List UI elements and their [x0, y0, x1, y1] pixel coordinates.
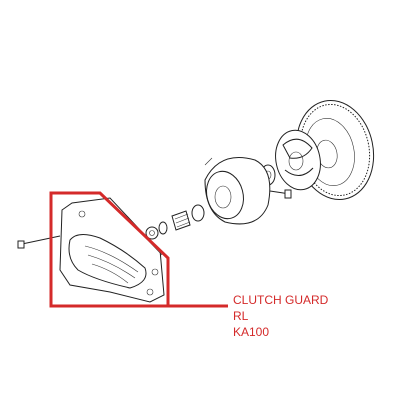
model-label: KA100 — [233, 325, 270, 339]
carrier-bolt — [269, 189, 292, 199]
o-ring — [191, 204, 205, 222]
clutch-shoe-carrier — [275, 129, 321, 191]
part-name-label: CLUTCH GUARD — [233, 293, 329, 307]
clutch-guard-cover — [59, 197, 165, 303]
part-side-label: RL — [233, 309, 249, 323]
highlight-outline — [49, 191, 170, 308]
clutch-drum — [204, 157, 271, 225]
callout-label: CLUTCH GUARD RL KA100 — [233, 292, 328, 340]
needle-bearing — [171, 210, 191, 231]
long-bolt — [17, 235, 61, 249]
spacer-washer — [145, 221, 168, 240]
